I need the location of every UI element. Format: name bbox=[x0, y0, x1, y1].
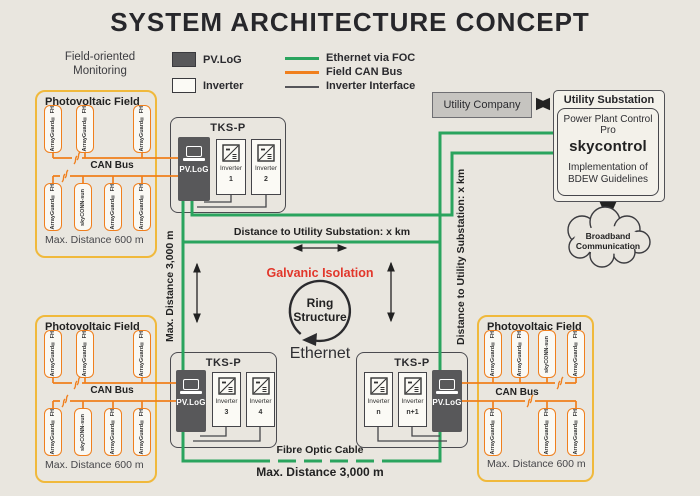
inverter-icon bbox=[251, 377, 270, 395]
tks-p-title: TKS-P bbox=[205, 357, 242, 369]
device-arrayguard: ArrayGuard® FH bbox=[44, 330, 62, 378]
device-arrayguard: ArrayGuard® FH bbox=[104, 183, 122, 231]
legend-ethernet-line bbox=[285, 57, 319, 60]
tks-p-bottom-right: TKS-P bbox=[356, 352, 468, 448]
inverter-unit: Inverter 2 bbox=[251, 139, 281, 195]
device-arrayguard: ArrayGuard® FH bbox=[104, 408, 122, 456]
can-bus-label: CAN Bus bbox=[90, 160, 134, 171]
laptop-icon bbox=[183, 379, 199, 390]
broadband-cloud-shape bbox=[567, 206, 651, 268]
utility-substation-title: Utility Substation bbox=[563, 94, 655, 106]
distance-arrows bbox=[193, 244, 395, 324]
laptop-icon-base bbox=[183, 158, 205, 161]
field-oriented-monitoring-label: Field-oriented Monitoring bbox=[64, 51, 136, 77]
ring-structure-label: Ring Structure bbox=[293, 296, 347, 324]
ethernet-ring-lines bbox=[181, 131, 554, 463]
inverter-unit: Inverter 3 bbox=[212, 372, 241, 427]
tks-p-title: TKS-P bbox=[210, 122, 246, 134]
distance-to-substation-label: Distance to Utility Substation: x km bbox=[233, 226, 411, 238]
legend-inverter-label: Inverter bbox=[203, 80, 244, 92]
legend-inverter-swatch bbox=[172, 78, 196, 93]
skycontrol-box: Power Plant Control Pro skycontrol Imple… bbox=[557, 108, 659, 196]
device-arrayguard: ArrayGuard® FH bbox=[133, 408, 151, 456]
utility-company-label: Utility Company bbox=[443, 99, 521, 111]
pv-field-bottom-right: Photovoltaic Field Max. Distance 600 m bbox=[477, 315, 594, 482]
bdew-note: Implementation of BDEW Guidelines bbox=[567, 162, 649, 185]
pv-field-title: Photovoltaic Field bbox=[45, 321, 140, 333]
inverter-icon bbox=[369, 377, 388, 395]
device-arrayguard: ArrayGuard® FH bbox=[567, 330, 585, 378]
ethernet-label: Ethernet bbox=[289, 345, 351, 362]
max-distance-3000-bottom-label: Max. Distance 3,000 m bbox=[256, 465, 384, 479]
can-bus-label: CAN Bus bbox=[495, 387, 539, 398]
pvlog-unit: PV.LoG bbox=[176, 370, 206, 432]
legend-inverter-if-label: Inverter Interface bbox=[326, 80, 416, 92]
inverter-unit: Inverter n+1 bbox=[398, 372, 427, 427]
max-distance-label: Max. Distance 600 m bbox=[487, 458, 586, 470]
inverter-icon bbox=[222, 144, 240, 162]
device-arrayguard: ArrayGuard® FH bbox=[44, 408, 62, 456]
device-skyconn: skyCONN-sun bbox=[74, 408, 92, 456]
inverter-unit: Inverter 4 bbox=[246, 372, 275, 427]
inverter-interface-lines bbox=[193, 195, 447, 442]
distance-to-substation-vertical-label: Distance to Utility Substation: x km bbox=[455, 168, 467, 345]
pv-field-top-left: Photovoltaic Field Max. Distance 600 m bbox=[35, 90, 157, 258]
device-arrayguard: ArrayGuard® FH bbox=[484, 408, 502, 456]
max-distance-label: Max. Distance 600 m bbox=[45, 459, 144, 471]
legend-can-line bbox=[285, 71, 319, 74]
device-arrayguard: ArrayGuard® FH bbox=[44, 105, 62, 153]
tks-p-bottom-left: TKS-P bbox=[170, 352, 277, 448]
tks-p-top: TKS-P bbox=[170, 117, 286, 213]
inverter-icon bbox=[257, 144, 275, 162]
laptop-icon-base bbox=[436, 391, 458, 394]
pvlog-unit: PV.LoG bbox=[432, 370, 462, 432]
page-title: SYSTEM ARCHITECTURE CONCEPT bbox=[110, 7, 590, 37]
inverter-unit: Inverter n bbox=[364, 372, 393, 427]
device-arrayguard: ArrayGuard® FH bbox=[76, 330, 94, 378]
inverter-icon bbox=[403, 377, 422, 395]
inverter-icon bbox=[217, 377, 236, 395]
legend-ethernet-label: Ethernet via FOC bbox=[326, 52, 416, 64]
device-arrayguard: ArrayGuard® FH bbox=[538, 408, 556, 456]
legend-pvlog-label: PV.LoG bbox=[203, 54, 242, 66]
broadband-communication-label: Broadband Communication bbox=[575, 231, 641, 251]
power-plant-control-label: Power Plant Control Pro bbox=[563, 114, 653, 136]
device-arrayguard: ArrayGuard® FH bbox=[133, 183, 151, 231]
legend-pvlog-swatch bbox=[172, 52, 196, 67]
pv-field-bottom-left: Photovoltaic Field Max. Distance 600 m bbox=[35, 315, 157, 483]
pv-field-title: Photovoltaic Field bbox=[487, 321, 582, 333]
pvlog-unit: PV.LoG bbox=[178, 137, 210, 201]
can-bus-lines bbox=[52, 153, 577, 408]
tks-p-title: TKS-P bbox=[394, 357, 430, 369]
max-distance-label: Max. Distance 600 m bbox=[45, 234, 144, 246]
laptop-icon-base bbox=[180, 391, 202, 394]
galvanic-isolation-label: Galvanic Isolation bbox=[266, 266, 374, 280]
device-arrayguard: ArrayGuard® FH bbox=[511, 330, 529, 378]
fibre-optic-cable-label: Fibre Optic Cable bbox=[276, 444, 364, 456]
device-arrayguard: ArrayGuard® FH bbox=[567, 408, 585, 456]
laptop-icon bbox=[439, 379, 455, 390]
device-arrayguard: ArrayGuard® FH bbox=[76, 105, 94, 153]
device-arrayguard: ArrayGuard® FH bbox=[484, 330, 502, 378]
ring-structure-arrow bbox=[288, 279, 352, 346]
device-arrayguard: ArrayGuard® FH bbox=[133, 105, 151, 153]
can-bus-label: CAN Bus bbox=[90, 385, 134, 396]
utility-substation-box: Utility Substation Power Plant Control P… bbox=[553, 90, 665, 202]
device-skyconn: skyCONN-sun bbox=[74, 183, 92, 231]
device-skyconn: skyCONN-sun bbox=[538, 330, 556, 378]
device-arrayguard: ArrayGuard® FH bbox=[133, 330, 151, 378]
legend-inverter-if-line bbox=[285, 86, 319, 88]
inverter-unit: Inverter 1 bbox=[216, 139, 246, 195]
laptop-icon bbox=[186, 146, 202, 157]
pv-field-title: Photovoltaic Field bbox=[45, 96, 140, 108]
max-distance-3000-vertical-label: Max. Distance 3,000 m bbox=[164, 230, 176, 342]
device-arrayguard: ArrayGuard® FH bbox=[44, 183, 62, 231]
skycontrol-label: skycontrol bbox=[569, 138, 647, 155]
utility-company-box: Utility Company bbox=[432, 92, 532, 118]
legend-can-label: Field CAN Bus bbox=[326, 66, 403, 78]
